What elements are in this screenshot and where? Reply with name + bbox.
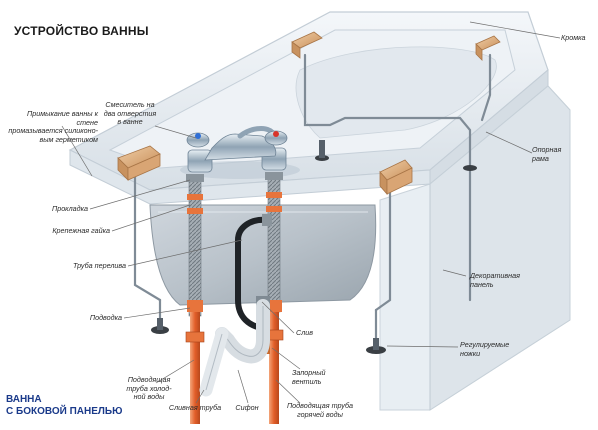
label-cold-water-pipe-line-2: труба холод- [126, 383, 172, 393]
label-siphon-text: Сифон [235, 403, 259, 412]
label-hot-water-pipe-line-2: горячей воды [297, 409, 343, 419]
label-cold-water-pipe-line-3: ной воды [133, 392, 165, 402]
label-hot-water-pipe: Подводящая труба горячей воды [280, 401, 360, 419]
support-frame [133, 53, 492, 346]
subtitle-line-1: ВАННА [6, 394, 42, 405]
label-shutoff-valve-line-1: Запорный [292, 368, 326, 377]
label-decorative-panel-line-2: панель [470, 279, 494, 289]
label-rim: Кромка [561, 33, 586, 43]
adjustable-foot-icon [151, 140, 477, 354]
label-mixer-line-1: Смеситель на [105, 100, 155, 109]
siphon-icon [199, 296, 270, 397]
label-cold-water-pipe-line-1: Подводящая [127, 375, 171, 384]
label-wall-seal: Примыкание ванны к стене промазывается с… [6, 109, 99, 144]
label-drain-pipe-text: Сливная труба [168, 403, 222, 412]
label-cold-water-pipe: Подводящая труба холод- ной воды [118, 375, 180, 402]
label-hot-water-pipe-line-1: Подводящая труба [286, 401, 354, 410]
diagram-subtitle: ВАННА С БОКОВОЙ ПАНЕЛЬЮ [6, 394, 122, 418]
label-mixer: Смеситель на два отверстия в ванне [100, 100, 160, 127]
label-drain: Слив [296, 328, 313, 338]
label-decorative-panel-line-1: Декоративная [470, 271, 520, 280]
label-rim-text: Кромка [561, 33, 586, 42]
leader-lines [61, 21, 561, 404]
label-siphon: Сифон [230, 403, 264, 413]
label-wall-seal-line-3: вым герметиком [39, 134, 99, 144]
label-mixer-line-3: в ванне [117, 117, 143, 127]
label-gasket: Прокладка [20, 204, 88, 214]
subtitle-line-2: С БОКОВОЙ ПАНЕЛЬЮ [6, 406, 123, 417]
label-overflow-pipe: Труба перелива [40, 261, 126, 271]
label-drain-text: Слив [296, 328, 313, 337]
label-fixing-nut: Крепежная гайка [20, 226, 110, 236]
mixer-tap-icon [180, 126, 300, 179]
label-decorative-panel: Декоративная панель [470, 271, 520, 289]
label-support-frame-line-2: рама [532, 153, 549, 163]
label-gasket-text: Прокладка [51, 204, 88, 213]
overflow-pipe [235, 214, 272, 331]
label-adjustable-feet-line-1: Регулируемые [460, 340, 510, 349]
label-drain-pipe: Сливная труба [160, 403, 230, 413]
label-adjustable-feet-line-2: ножки [460, 348, 481, 358]
label-wall-seal-line-2: промазывается силиконо- [8, 126, 98, 136]
diagram-title: УСТРОЙСТВО ВАННЫ [14, 24, 149, 38]
wooden-support-block-icon [117, 31, 501, 196]
label-mixer-line-2: два отверстия [103, 108, 157, 118]
label-support-frame-line-1: Опорная [532, 145, 562, 154]
label-shutoff-valve-line-2: вентиль [292, 376, 322, 386]
label-supply-hose: Подводка [40, 313, 122, 323]
label-fixing-nut-text: Крепежная гайка [52, 226, 110, 235]
label-support-frame: Опорная рама [532, 145, 562, 163]
label-wall-seal-line-1: Примыкание ванны к стене [27, 109, 98, 127]
label-overflow-pipe-text: Труба перелива [72, 261, 126, 270]
label-shutoff-valve: Запорный вентиль [292, 368, 326, 386]
label-adjustable-feet: Регулируемые ножки [460, 340, 510, 358]
label-supply-hose-text: Подводка [89, 313, 122, 322]
tub-shell [68, 11, 549, 205]
